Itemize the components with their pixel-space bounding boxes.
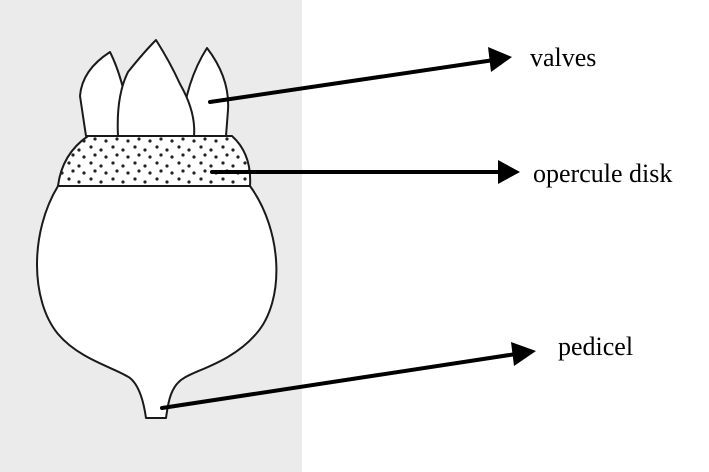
label-valves: valves [530, 43, 596, 72]
label-opercule-disk: opercule disk [533, 159, 672, 188]
label-pedicel: pedicel [558, 332, 633, 361]
